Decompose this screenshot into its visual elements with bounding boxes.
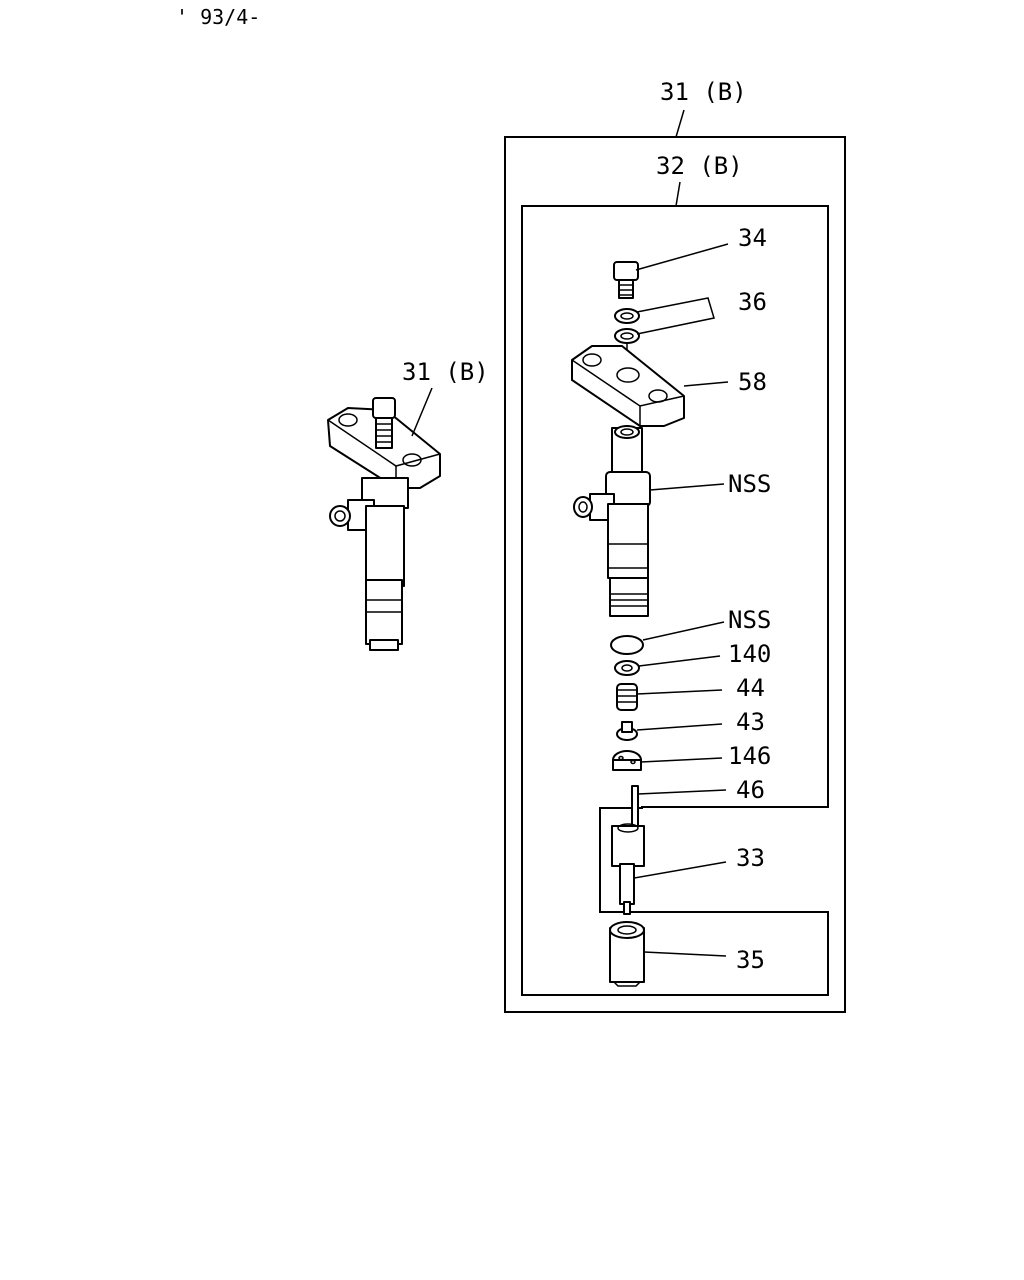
part-140-washer: [614, 660, 640, 676]
leader-assembly: [411, 387, 433, 437]
part-58-clamp: [571, 345, 685, 427]
part-146-spacer: [612, 750, 642, 771]
callout-140: 140: [728, 640, 771, 668]
part-43-spring-seat: [616, 721, 638, 741]
inner-box-32b: [521, 205, 829, 996]
callout-nss-ring: NSS: [728, 606, 771, 634]
callout-35: 35: [736, 946, 765, 974]
callout-43: 43: [736, 708, 765, 736]
part-35-retaining-nut: [609, 921, 645, 987]
part-33-nozzle: [611, 823, 645, 915]
part-nss-injector-body: [573, 425, 651, 617]
part-nss-o-ring: [610, 635, 644, 655]
part-34-bolt: [613, 261, 639, 299]
outer-box-callout: 31 (B): [660, 78, 747, 106]
part-36-washers: [614, 308, 640, 344]
callout-34: 34: [738, 224, 767, 252]
callout-36: 36: [738, 288, 767, 316]
callout-46: 46: [736, 776, 765, 804]
callout-nss-body: NSS: [728, 470, 771, 498]
callout-58: 58: [738, 368, 767, 396]
callout-44: 44: [736, 674, 765, 702]
inner-box-callout: 32 (B): [656, 152, 743, 180]
part-44-spring: [616, 683, 638, 711]
part-46-pin: [631, 785, 639, 827]
date-code: ' 93/4-: [176, 5, 260, 29]
outer-box-31b: [504, 136, 846, 1013]
assembled-injector: [327, 397, 441, 651]
assembly-callout: 31 (B): [402, 358, 489, 386]
callout-146: 146: [728, 742, 771, 770]
callout-33: 33: [736, 844, 765, 872]
